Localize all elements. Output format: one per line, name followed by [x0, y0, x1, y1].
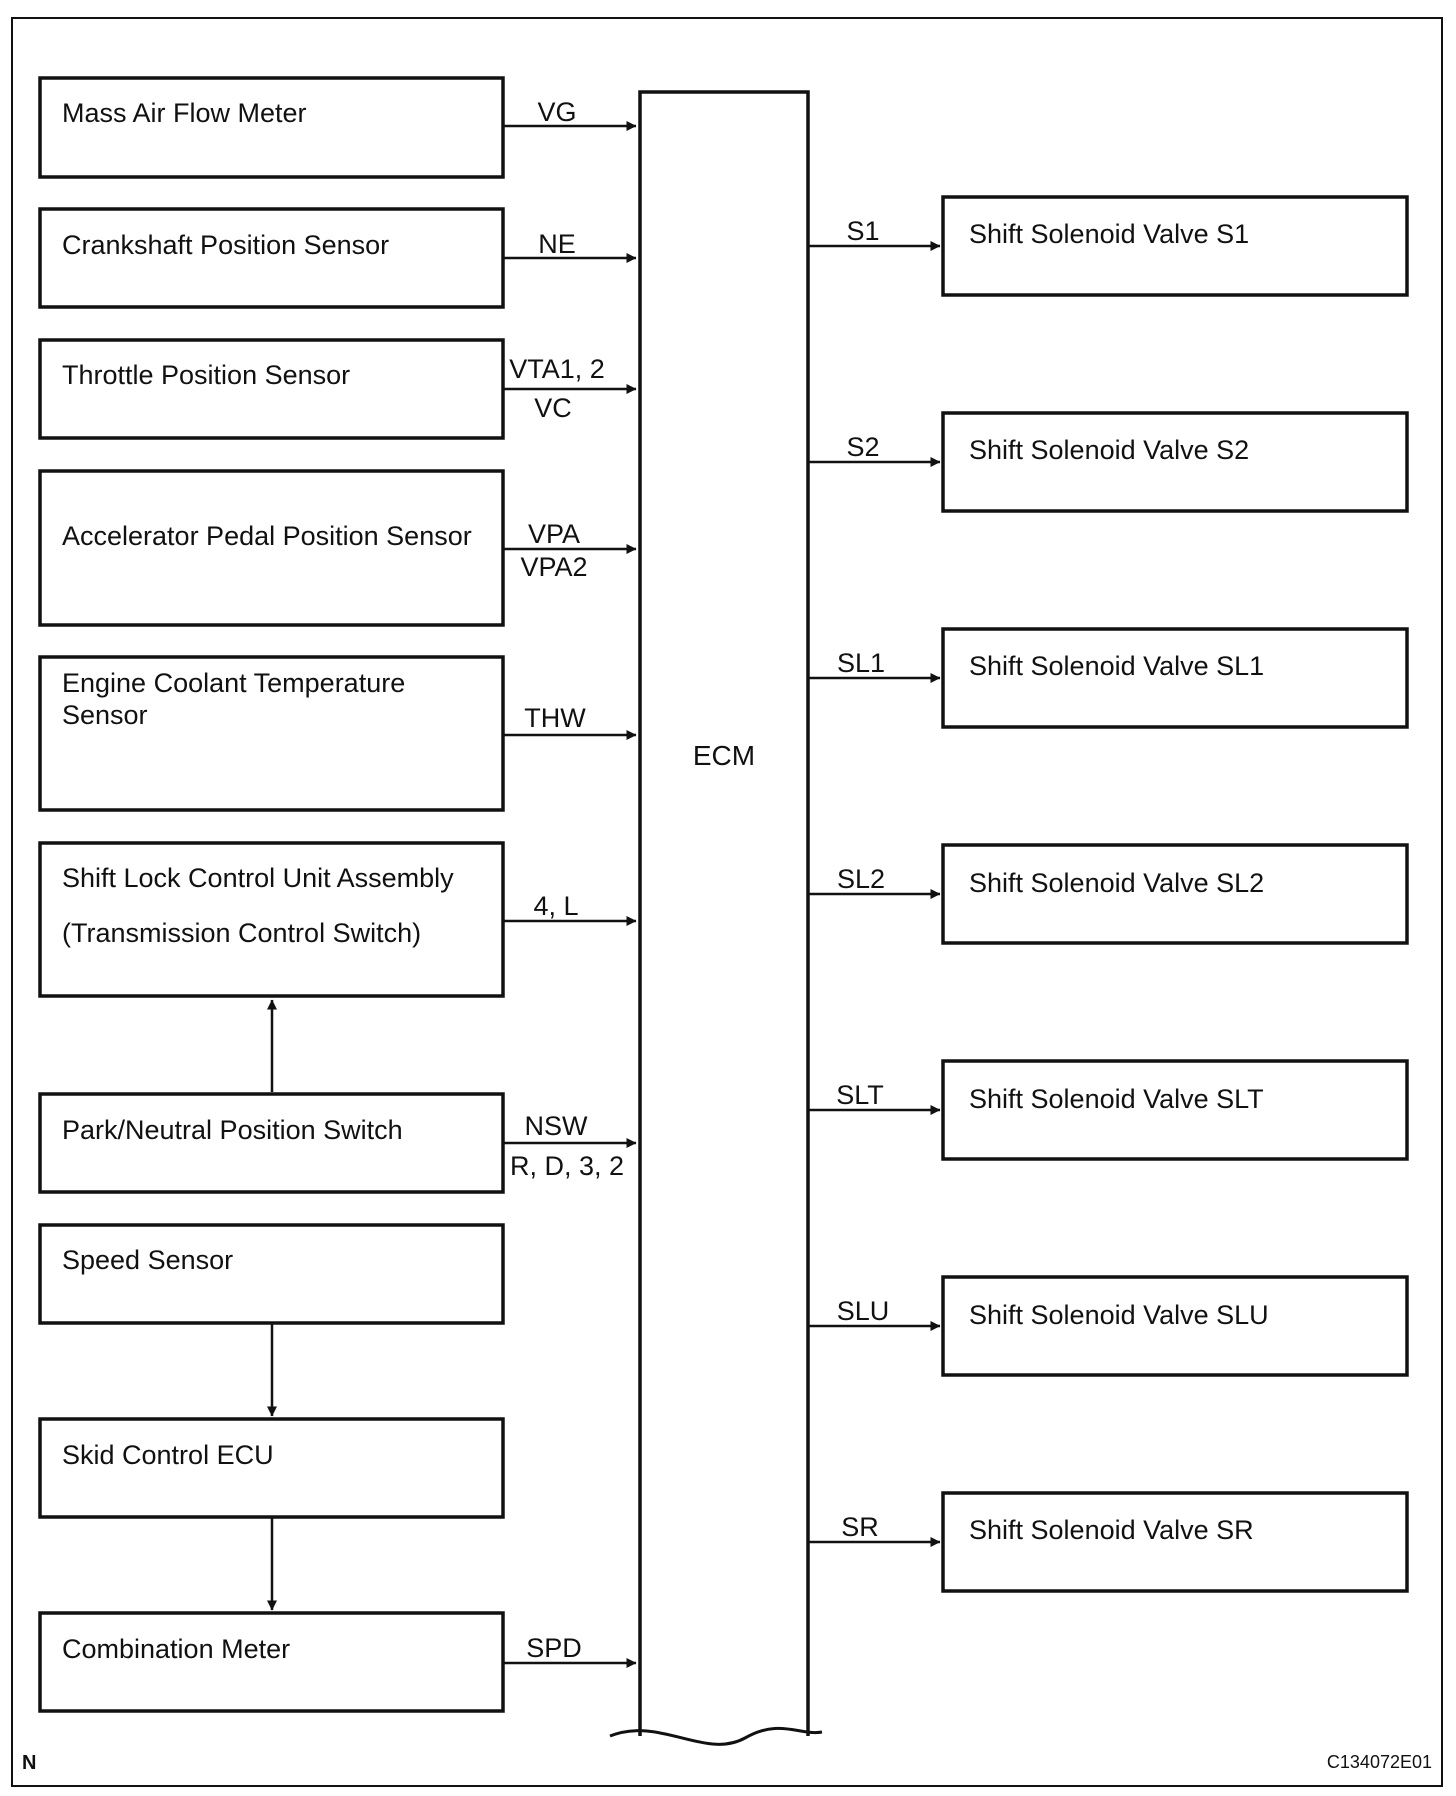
input-park-neutral-position-switch: Park/Neutral Position Switch NSW R, D, 3…	[38, 1092, 637, 1194]
input-label: Throttle Position Sensor	[62, 360, 350, 390]
signal-label: R, D, 3, 2	[510, 1151, 624, 1181]
signal-label: VPA2	[520, 552, 587, 582]
signal-label: NSW	[525, 1111, 589, 1141]
signal-label: VPA	[528, 519, 580, 549]
output-label: Shift Solenoid Valve S1	[969, 219, 1249, 249]
signal-label: SL2	[837, 864, 885, 894]
ecm-label: ECM	[693, 740, 755, 771]
signal-label: SL1	[837, 648, 885, 678]
signal-label: S2	[846, 432, 879, 462]
output-shift-solenoid-valve-s1: S1 Shift Solenoid Valve S1	[808, 195, 1409, 297]
input-label: Combination Meter	[62, 1634, 290, 1664]
input-label: Mass Air Flow Meter	[62, 98, 307, 128]
output-shift-solenoid-valve-sl2: SL2 Shift Solenoid Valve SL2	[808, 843, 1409, 945]
signal-label: SPD	[526, 1633, 582, 1663]
signal-label: VTA1, 2	[509, 354, 605, 384]
signal-label: S1	[846, 216, 879, 246]
output-label: Shift Solenoid Valve SLU	[969, 1300, 1269, 1330]
output-label: Shift Solenoid Valve SR	[969, 1515, 1254, 1545]
output-label: Shift Solenoid Valve SL2	[969, 868, 1264, 898]
input-mass-air-flow-meter: Mass Air Flow Meter VG	[38, 76, 637, 179]
input-speed-sensor: Speed Sensor	[38, 1223, 505, 1325]
corner-letter: N	[22, 1752, 36, 1774]
output-label: Shift Solenoid Valve S2	[969, 435, 1249, 465]
output-label: Shift Solenoid Valve SLT	[969, 1084, 1264, 1114]
input-label: Skid Control ECU	[62, 1440, 274, 1470]
input-label: Speed Sensor	[62, 1245, 233, 1275]
input-label: Engine Coolant Temperature	[62, 668, 405, 698]
outer-frame	[11, 17, 1443, 1787]
input-label: (Transmission Control Switch)	[62, 918, 421, 948]
input-skid-control-ecu: Skid Control ECU	[38, 1417, 505, 1519]
input-throttle-position-sensor: Throttle Position Sensor VTA1, 2 VC	[38, 338, 637, 440]
input-crankshaft-position-sensor: Crankshaft Position Sensor NE	[38, 207, 637, 309]
signal-label: 4, L	[533, 891, 578, 921]
input-label: Park/Neutral Position Switch	[62, 1115, 403, 1145]
output-shift-solenoid-valve-slu: SLU Shift Solenoid Valve SLU	[808, 1275, 1409, 1377]
signal-label: THW	[524, 703, 586, 733]
output-shift-solenoid-valve-slt: SLT Shift Solenoid Valve SLT	[808, 1059, 1409, 1161]
input-label: Crankshaft Position Sensor	[62, 230, 389, 260]
input-shift-lock-control-unit-assembly: Shift Lock Control Unit Assembly (Transm…	[38, 841, 637, 998]
ecm-torn-edge	[609, 1726, 823, 1746]
signal-label: SLT	[836, 1080, 884, 1110]
signal-label: NE	[538, 229, 576, 259]
input-accelerator-pedal-position-sensor: Accelerator Pedal Position Sensor VPA VP…	[38, 469, 637, 627]
signal-label: VC	[534, 393, 572, 423]
input-label: Shift Lock Control Unit Assembly	[62, 863, 454, 893]
signal-label: SR	[841, 1512, 879, 1542]
output-shift-solenoid-valve-sl1: SL1 Shift Solenoid Valve SL1	[808, 627, 1409, 729]
input-label: Sensor	[62, 700, 148, 730]
figure-code: C134072E01	[1327, 1752, 1432, 1772]
output-shift-solenoid-valve-s2: S2 Shift Solenoid Valve S2	[808, 411, 1409, 513]
input-label: Accelerator Pedal Position Sensor	[62, 521, 472, 551]
output-shift-solenoid-valve-sr: SR Shift Solenoid Valve SR	[808, 1491, 1409, 1593]
signal-label: VG	[537, 97, 576, 127]
input-combination-meter: Combination Meter SPD	[38, 1611, 637, 1713]
output-label: Shift Solenoid Valve SL1	[969, 651, 1264, 681]
ecm-block	[638, 90, 810, 1736]
input-engine-coolant-temperature-sensor: Engine Coolant Temperature Sensor THW	[38, 655, 637, 812]
signal-label: SLU	[837, 1296, 890, 1326]
